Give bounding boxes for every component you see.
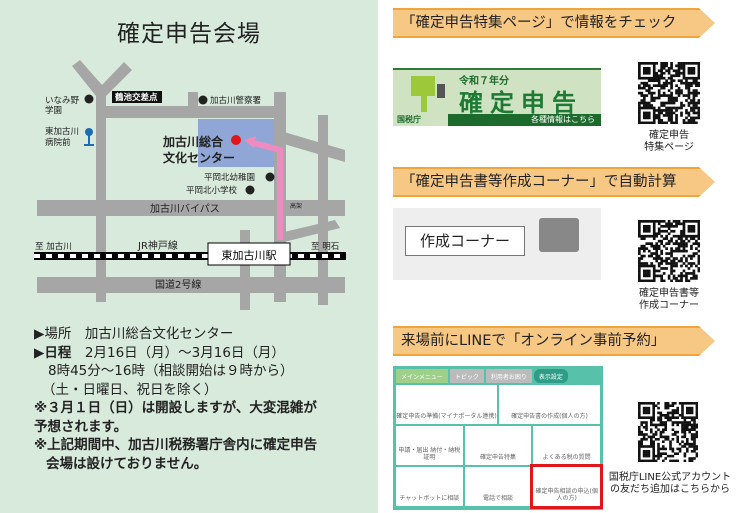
line-menu-item: 確定申告特集 [464,426,532,465]
creation-corner-link[interactable]: 作成コーナー [393,208,601,280]
banner-subtitle: 各種情報はこちら [448,114,601,126]
label-tsuruike: 鶴池交差点 [115,92,158,103]
line-tab: 利用者お困り [485,369,532,383]
date-label: ▶日程 [34,344,72,361]
label-hospital-2: 病院前 [45,137,71,148]
banner-title: 確定申告 [459,89,583,117]
note-1b: 予想されます。 [34,418,128,435]
label-bridge: 高架 [290,202,302,210]
line-tab: 表示設定 [533,369,568,383]
qr1-caption: 確定申告特集ページ [644,130,694,153]
qr3-caption: 国税庁LINE公式アカウントの友だち追加はこちらから [608,472,732,495]
place-label: ▶場所 [34,326,72,342]
qr2-caption: 確定申告書等作成コーナー [639,288,699,311]
label-inamino: いなみ野 [45,96,80,106]
note-2: ※上記期間中、加古川税務署庁舎内に確定申告 [34,437,318,453]
label-kinder: 平岡北幼稚園 [204,172,255,183]
label-gakuen: 学園 [45,105,62,116]
label-hospital: 東加古川 [45,126,79,137]
line-menu-item: チャットボットに相談 [396,467,463,506]
line-tab: トピック [449,369,484,383]
line-menu-item: よくある税の質問 [533,426,600,465]
qr-code-creation-corner[interactable] [638,220,700,282]
mascot-icon [411,76,445,112]
line-tab: メインメニュー [396,369,448,383]
walking-route [249,139,283,240]
label-bypass: 加古川バイパス [150,202,220,215]
line-menu-item: 申請・届出 納付・納税証明 [396,426,463,465]
banner-line-reservation: 来場前にLINEで「オンライン事前予約」 [393,326,715,356]
station-label: 東加古川駅 [222,249,277,262]
place-value: 加古川総合文化センター [84,326,234,342]
time-value: 8時45分～16時（相談開始は９時から） [48,363,294,379]
line-menu-item-reservation: 確定申告相談の申込(個人の方) [530,464,603,509]
nta-logo: 国税庁 [397,115,421,124]
line-menu-screenshot: メインメニュートピック利用者お困り表示設定 確定申告の準備(マイナポータル連携)… [393,366,603,510]
line-menu-item: 確定申告書の作成(個人の方) [498,385,600,424]
qr-code-line[interactable] [638,402,698,462]
venue-panel: 確定申告会場 東加古川駅 いなみ野 学園 鶴池交差点 [0,0,378,513]
note-2b: 会場は設けておりません。 [46,455,208,472]
label-jr: JR神戸線 [137,239,178,252]
railway [34,252,346,260]
venue-marker [231,135,241,145]
closed-days: （土・日曜日、祝日を除く） [42,381,218,398]
label-to-kakogawa: 至 加古川 [35,241,72,252]
label-route2: 国道2号線 [155,278,201,291]
label-police: 加古川警察署 [210,95,262,106]
qr-code-special-page[interactable] [638,62,700,124]
banner-creation-corner: 「確定申告書等作成コーナー」で自動計算 [393,167,715,197]
date-value: 2月16日（月）～3月16日（月） [84,344,285,361]
note-1: ※３月１日（日）は開設しますが、大変混雑が [34,400,317,416]
banner-special-page: 「確定申告特集ページ」で情報をチェック [393,8,715,38]
label-to-akashi: 至 明石 [311,242,339,252]
label-school: 平岡北小学校 [186,185,238,196]
creation-corner-button[interactable]: 作成コーナー [405,226,525,256]
label-venue-2: 文化センター [163,150,235,165]
kakutei-shinkoku-banner-link[interactable]: 令和７年分 確定申告 国税庁 各種情報はこちら [393,68,601,126]
venue-info: ▶場所 加古川総合文化センター ▶日程 2月16日（月）～3月16日（月） 8時… [34,325,317,473]
venue-map: 東加古川駅 いなみ野 学園 鶴池交差点 加古川警察署 東加古川 病院前 加古川総… [34,60,346,310]
banner-year: 令和７年分 [459,76,509,87]
page-title: 確定申告会場 [117,21,261,47]
line-menu-item: 電話で相談 [464,467,532,506]
label-venue: 加古川総合 [162,134,224,149]
click-hand-icon [539,218,579,252]
line-menu-item: 確定申告の準備(マイナポータル連携) [396,385,497,424]
roads [37,60,345,310]
